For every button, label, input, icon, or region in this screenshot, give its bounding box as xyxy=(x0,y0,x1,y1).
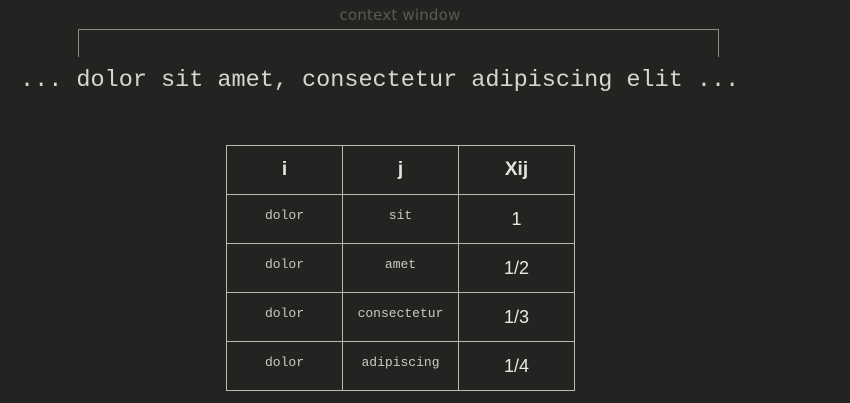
cell-j: consectetur xyxy=(342,292,459,342)
cell-i: dolor xyxy=(226,243,343,293)
cooccurrence-table: i j Xij dolor sit 1 dolor amet 1/2 dolor… xyxy=(226,145,575,391)
example-sentence: ... dolor sit amet, consectetur adipisci… xyxy=(20,67,740,94)
table-row: dolor consectetur 1/3 xyxy=(226,292,575,342)
context-window-label: context window xyxy=(339,6,461,24)
table-row: dolor sit 1 xyxy=(226,194,575,244)
header-i: i xyxy=(226,145,343,195)
table-row: dolor adipiscing 1/4 xyxy=(226,341,575,391)
cell-j: sit xyxy=(342,194,459,244)
cell-xij: 1/2 xyxy=(458,243,575,293)
header-xij: Xij xyxy=(458,145,575,195)
cell-j: amet xyxy=(342,243,459,293)
table-row: dolor amet 1/2 xyxy=(226,243,575,293)
context-window-bracket xyxy=(78,29,719,57)
cell-i: dolor xyxy=(226,194,343,244)
cell-i: dolor xyxy=(226,341,343,391)
cell-xij: 1 xyxy=(458,194,575,244)
cell-xij: 1/3 xyxy=(458,292,575,342)
cell-xij: 1/4 xyxy=(458,341,575,391)
cell-j: adipiscing xyxy=(342,341,459,391)
header-j: j xyxy=(342,145,459,195)
cell-i: dolor xyxy=(226,292,343,342)
table-header-row: i j Xij xyxy=(226,145,575,195)
